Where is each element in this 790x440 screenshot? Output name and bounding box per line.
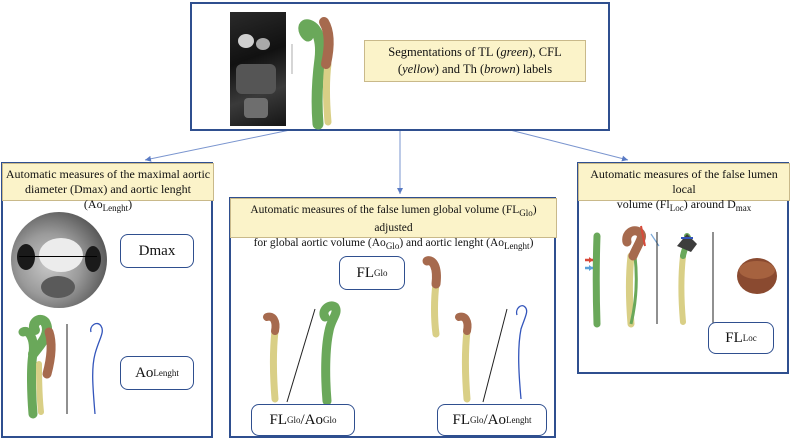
aorta-length-figures bbox=[3, 164, 215, 440]
global-volume-panel: Automatic measures of the false lumen gl… bbox=[229, 197, 556, 438]
arrow-to-right-panel bbox=[510, 130, 628, 160]
arrow-to-left-panel bbox=[145, 130, 290, 160]
local-volume-panel: Automatic measures of the false lumen lo… bbox=[577, 162, 789, 374]
segmentation-panel: Segmentations of TL (green), CFL (yellow… bbox=[190, 2, 610, 131]
segmentation-caption: Segmentations of TL (green), CFL (yellow… bbox=[364, 40, 586, 82]
dmax-length-panel: Automatic measures of the maximal aortic… bbox=[1, 162, 213, 438]
